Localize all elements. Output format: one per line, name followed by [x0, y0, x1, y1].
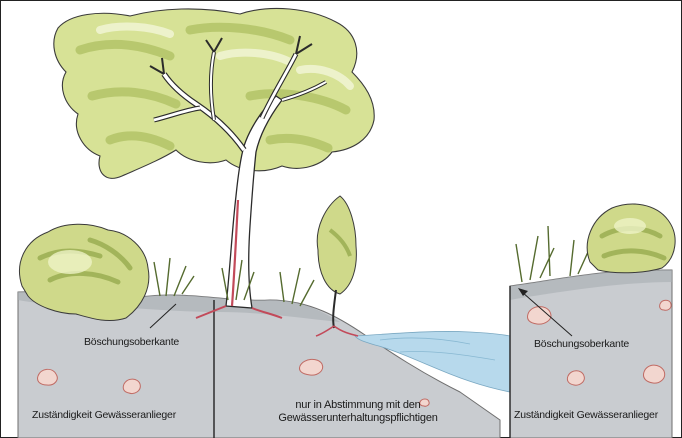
- zone-label-right: Zuständigkeit Gewässeranlieger: [514, 409, 658, 421]
- embankment-top-label-right: Böschungsoberkante: [534, 338, 629, 350]
- zone-label-middle-line2: Gewässerunterhaltungspflichtigen: [262, 412, 454, 425]
- zone-label-middle: nur in Abstimmung mit den Gewässerunterh…: [262, 399, 454, 425]
- embankment-top-label-left: Böschungsoberkante: [84, 336, 179, 348]
- zone-label-left: Zuständigkeit Gewässeranlieger: [32, 409, 176, 421]
- zone-label-middle-line1: nur in Abstimmung mit den: [262, 399, 454, 412]
